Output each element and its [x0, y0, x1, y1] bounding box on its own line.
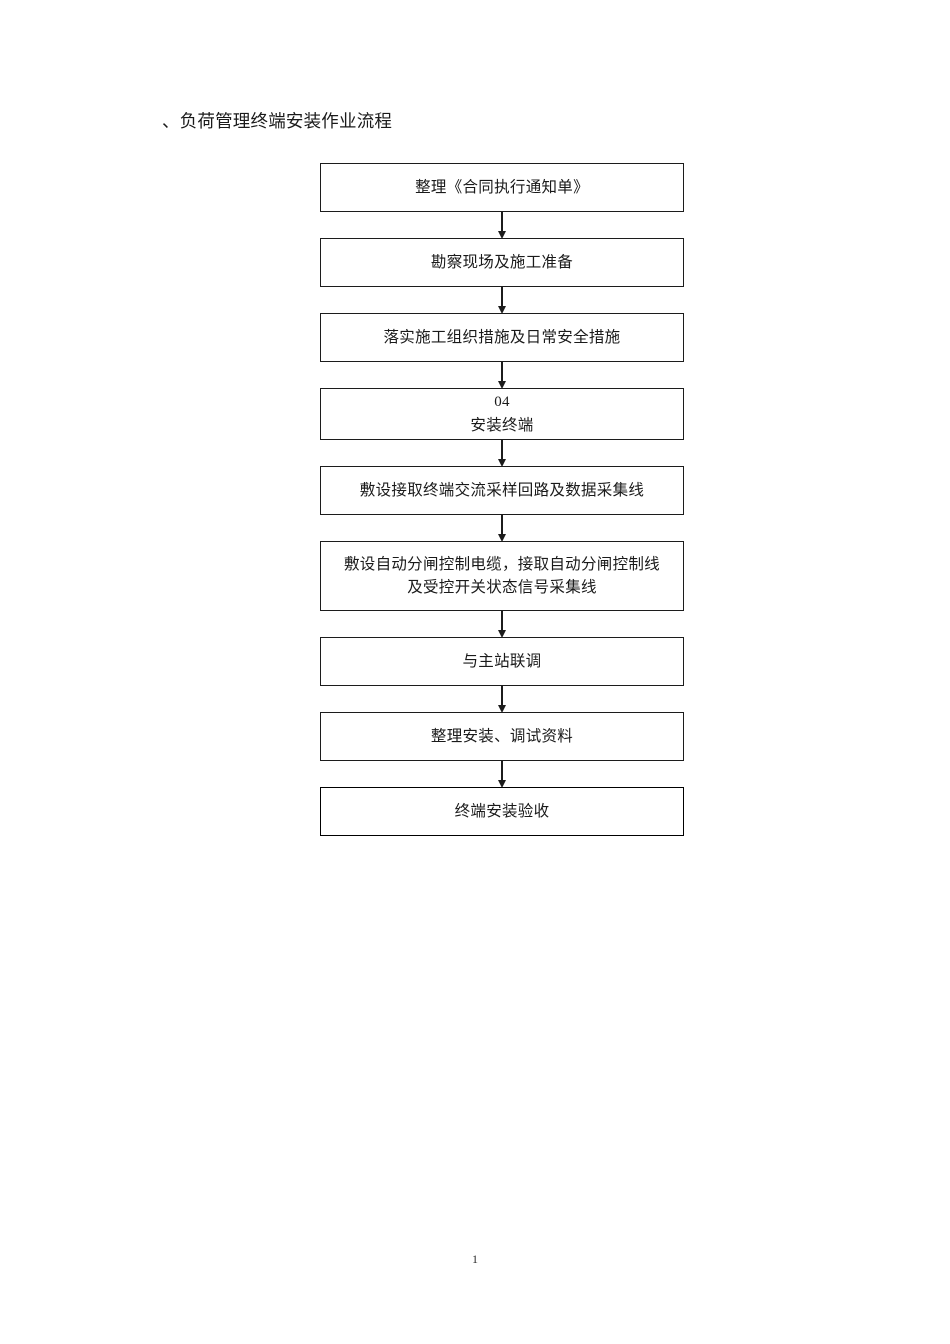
page-title: 、负荷管理终端安装作业流程 [162, 111, 393, 131]
flow-node-4-label: 安装终端 [470, 417, 534, 434]
flow-node-8-label: 整理安装、调试资料 [430, 728, 574, 745]
flow-arrow-4-5 [320, 440, 684, 467]
flow-arrow-7-8 [320, 686, 684, 713]
arrow-head-icon [498, 780, 506, 788]
flow-node-5-label: 敷设接取终端交流采样回路及数据采集线 [359, 482, 645, 499]
arrow-head-icon [498, 231, 506, 239]
flow-node-6-label-line1: 敷设自动分闸控制电缆，接取自动分闸控制线 [343, 556, 660, 573]
flow-node-6-label-line2: 及受控开关状态信号采集线 [407, 579, 597, 596]
flow-arrow-5-6 [320, 515, 684, 542]
arrow-head-icon [498, 705, 506, 713]
flow-node-5: 敷设接取终端交流采样回路及数据采集线 [320, 466, 684, 515]
flow-arrow-2-3 [320, 287, 684, 314]
flow-node-7: 与主站联调 [320, 637, 684, 686]
flow-node-4: 04 安装终端 [320, 388, 684, 440]
arrow-head-icon [498, 534, 506, 542]
arrow-head-icon [498, 630, 506, 638]
arrow-shaft [501, 287, 503, 306]
flow-node-7-label: 与主站联调 [462, 653, 542, 670]
arrow-head-icon [498, 459, 506, 467]
flow-arrow-3-4 [320, 362, 684, 389]
flow-node-4-code: 04 [494, 394, 510, 410]
page-number: 1 [472, 1252, 478, 1266]
flow-node-1-label: 整理《合同执行通知单》 [415, 179, 589, 196]
flow-node-2-label: 勘察现场及施工准备 [430, 254, 574, 271]
flow-node-3: 落实施工组织措施及日常安全措施 [320, 313, 684, 362]
arrow-head-icon [498, 381, 506, 389]
flow-node-9-label: 终端安装验收 [454, 803, 550, 820]
flow-arrow-8-9 [320, 761, 684, 788]
arrow-shaft [501, 362, 503, 381]
flow-node-9: 终端安装验收 [320, 787, 684, 836]
flow-node-2: 勘察现场及施工准备 [320, 238, 684, 287]
arrow-head-icon [498, 306, 506, 314]
arrow-shaft [501, 611, 503, 630]
arrow-shaft [501, 686, 503, 705]
flow-node-6: 敷设自动分闸控制电缆，接取自动分闸控制线 及受控开关状态信号采集线 [320, 541, 684, 611]
flow-node-8: 整理安装、调试资料 [320, 712, 684, 761]
flowchart: 整理《合同执行通知单》 勘察现场及施工准备 落实施工组织措施及日常安全措施 04… [320, 163, 684, 836]
flow-node-1: 整理《合同执行通知单》 [320, 163, 684, 212]
flow-arrow-6-7 [320, 611, 684, 638]
flow-node-3-label: 落实施工组织措施及日常安全措施 [383, 329, 621, 346]
arrow-shaft [501, 515, 503, 534]
arrow-shaft [501, 761, 503, 780]
arrow-shaft [501, 212, 503, 231]
flow-arrow-1-2 [320, 212, 684, 239]
arrow-shaft [501, 440, 503, 459]
